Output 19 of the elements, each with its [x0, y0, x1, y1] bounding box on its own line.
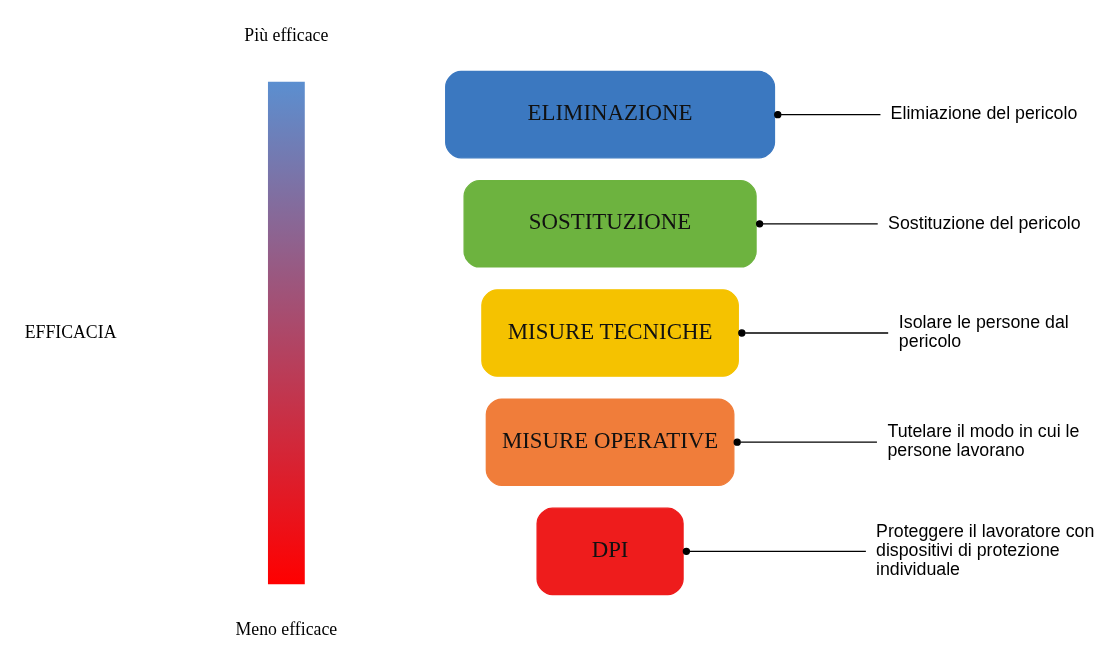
node-text: Tutelare il modo in cui le persone lavorano — [886, 421, 1079, 461]
node-text: Elimiazione del pericolo — [890, 103, 1077, 124]
connector — [733, 438, 878, 446]
connector — [755, 220, 878, 228]
node-text: Proteggere il lavoratore con dispositivi di protezione individuale — [875, 521, 1094, 580]
connector — [773, 110, 881, 119]
connector — [682, 547, 866, 556]
node-box: ELIMINAZIONE — [444, 70, 775, 159]
node-text: Isolare le persone dal pericolo — [898, 312, 1069, 352]
node-text: Sostituzione del pericolo — [887, 212, 1081, 233]
node-box: SOSTITUZIONE — [462, 180, 757, 268]
node-box: MISURE TECNICHE — [480, 289, 739, 377]
node-box: MISURE OPERATIVE — [485, 398, 734, 486]
label: Meno efficace — [234, 618, 337, 639]
label: Più efficace — [243, 24, 328, 45]
connector — [737, 329, 889, 337]
node-box: DPI — [535, 507, 684, 596]
label: EFFICACIA — [24, 321, 116, 342]
node-bar — [267, 81, 305, 585]
